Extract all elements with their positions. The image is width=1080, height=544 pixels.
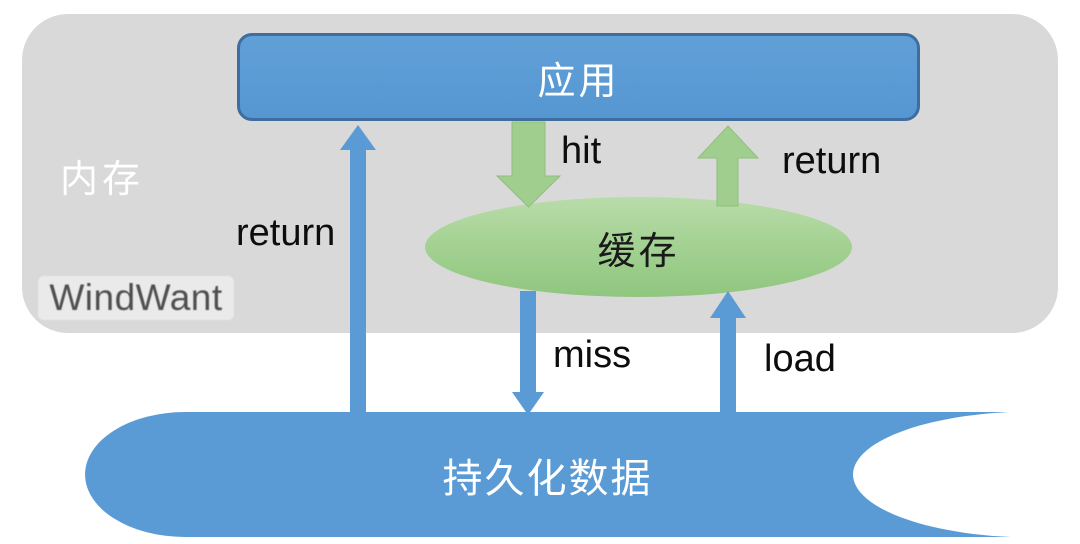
persistent-store-label: 持久化数据	[442, 456, 653, 501]
watermark: WindWant	[38, 276, 234, 320]
cache-node: 缓存	[425, 197, 852, 297]
app-return-arrow	[340, 125, 376, 470]
app-node: 应用	[237, 33, 920, 121]
memory-region-label: 内存	[60, 159, 145, 201]
cache-return-arrow	[696, 125, 760, 207]
cache-return-arrow-label: return	[782, 140, 882, 182]
load-arrow-label: load	[764, 338, 836, 380]
miss-arrow	[512, 291, 544, 415]
load-arrow	[710, 291, 746, 470]
miss-arrow-label: miss	[553, 334, 632, 376]
app-node-label: 应用	[537, 60, 620, 103]
persistent-store-end-cutout	[853, 411, 1080, 538]
app-return-arrow-label: return	[236, 212, 336, 254]
hit-arrow-label: hit	[561, 130, 602, 172]
hit-arrow	[495, 121, 562, 208]
cache-node-label: 缓存	[597, 230, 680, 273]
persistent-store-body	[85, 412, 1013, 537]
